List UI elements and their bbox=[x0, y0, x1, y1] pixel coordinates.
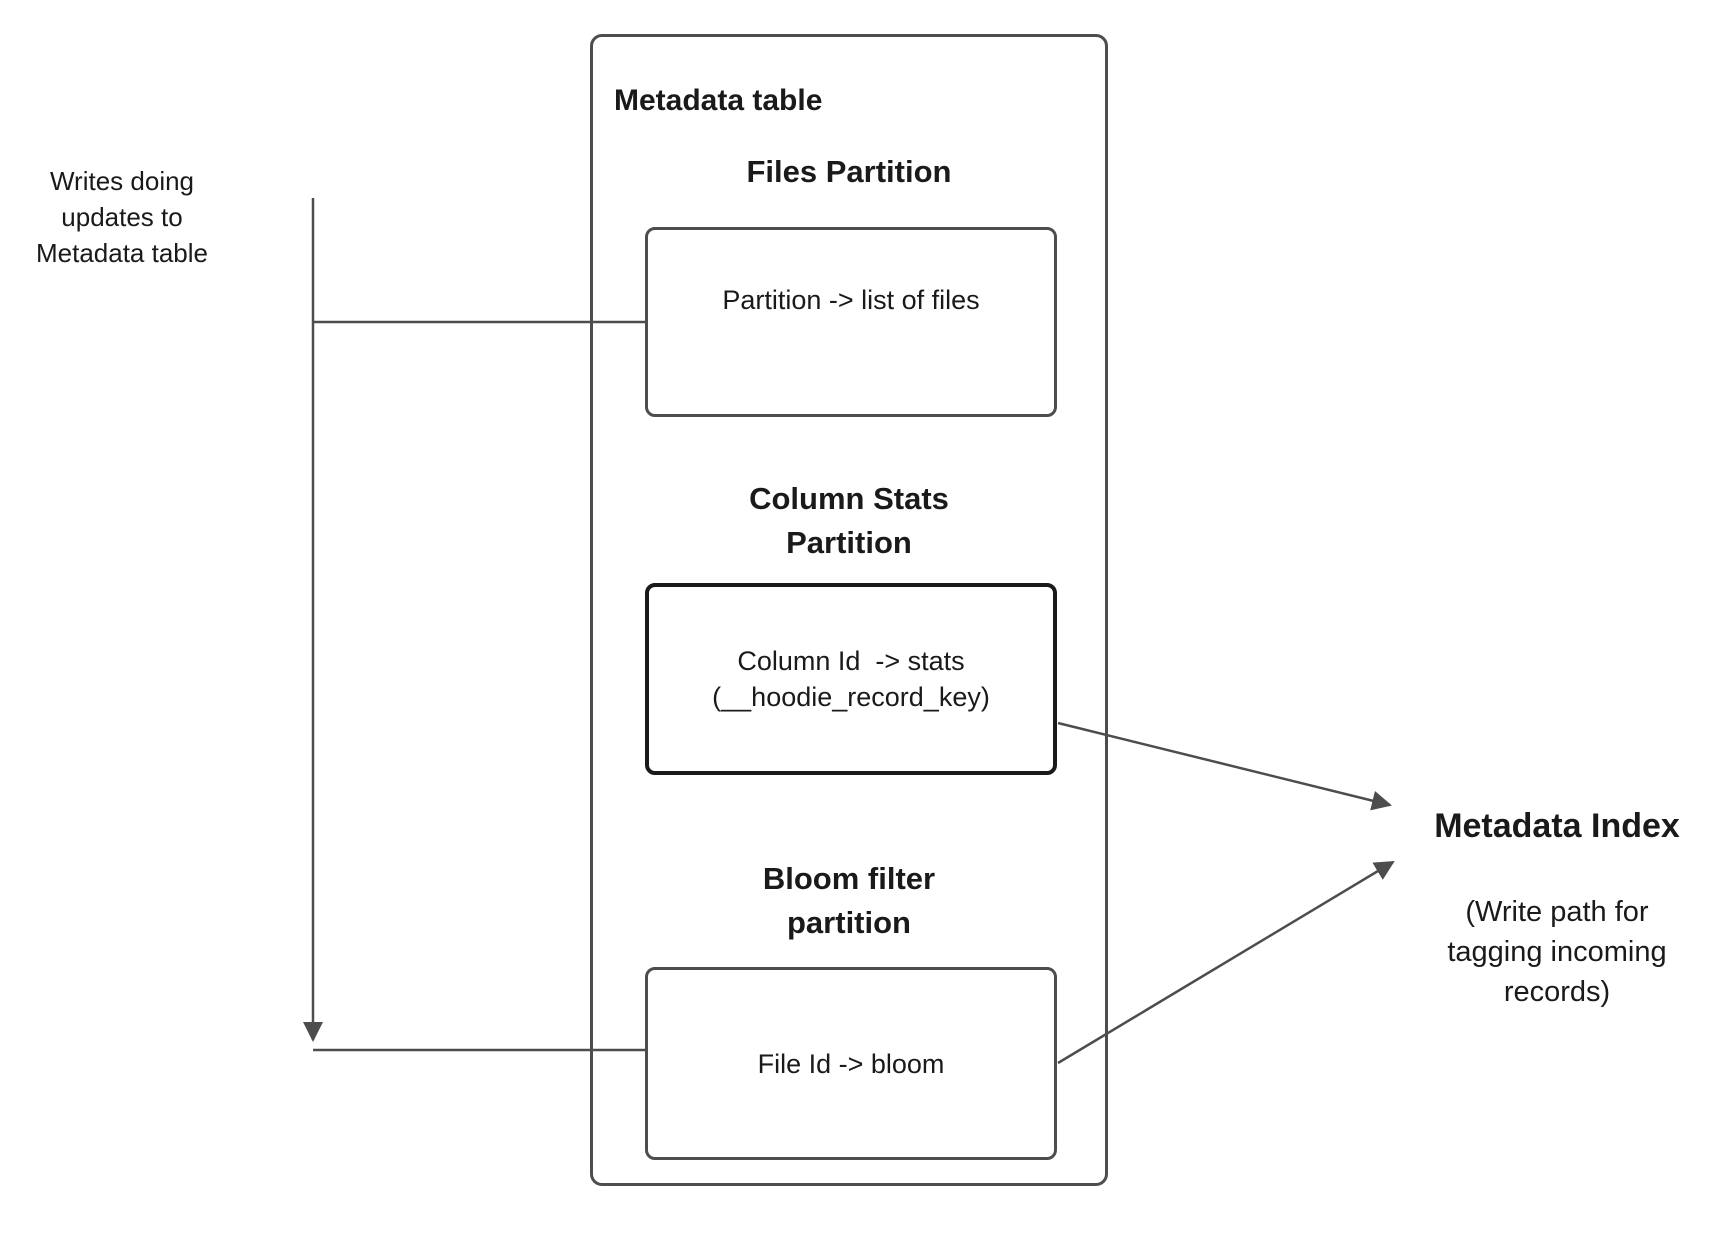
bloom-filter-mapping: File Id -> bloom bbox=[757, 1048, 945, 1079]
bloom-filter-partition-heading: Bloom filter partition bbox=[590, 857, 1108, 945]
writes-annotation-line: Metadata table bbox=[35, 238, 208, 268]
column-stats-heading-line: Partition bbox=[786, 525, 912, 560]
metadata-index-block: Metadata Index (Write path for tagging i… bbox=[1387, 806, 1718, 1012]
metadata-table-container bbox=[590, 34, 1108, 1186]
column-stats-partition-heading: Column Stats Partition bbox=[590, 477, 1108, 565]
bloom-filter-heading-line: Bloom filter bbox=[762, 861, 936, 896]
metadata-table-title: Metadata table bbox=[614, 84, 823, 117]
column-stats-partition-box: Column Id -> stats (__hoodie_record_key) bbox=[645, 583, 1057, 775]
metadata-index-note: (Write path for tagging incoming records… bbox=[1387, 892, 1718, 1012]
metadata-index-title: Metadata Index bbox=[1434, 807, 1680, 845]
metadata-index-note-line: records) bbox=[1503, 976, 1611, 1008]
files-partition-mapping: Partition -> list of files bbox=[722, 285, 980, 315]
column-stats-record-key: (__hoodie_record_key) bbox=[712, 682, 990, 712]
bloom-filter-heading-line: partition bbox=[787, 905, 911, 940]
writes-annotation-line: Writes doing bbox=[49, 166, 195, 196]
bloom-to-index-arrow bbox=[1057, 860, 1395, 1065]
metadata-index-note-line: tagging incoming bbox=[1447, 936, 1667, 968]
files-partition-heading: Files Partition bbox=[746, 154, 952, 189]
writes-annotation-line: updates to bbox=[61, 202, 183, 232]
files-partition-box: Partition -> list of files bbox=[645, 227, 1057, 417]
stats-to-index-arrow bbox=[1057, 721, 1392, 811]
column-stats-heading-line: Column Stats bbox=[749, 481, 949, 516]
bloom-filter-partition-box: File Id -> bloom bbox=[645, 967, 1057, 1160]
writes-annotation: Writes doing updates to Metadata table bbox=[2, 163, 242, 271]
metadata-index-note-line: (Write path for bbox=[1465, 896, 1649, 928]
column-stats-mapping: Column Id -> stats bbox=[737, 646, 965, 676]
